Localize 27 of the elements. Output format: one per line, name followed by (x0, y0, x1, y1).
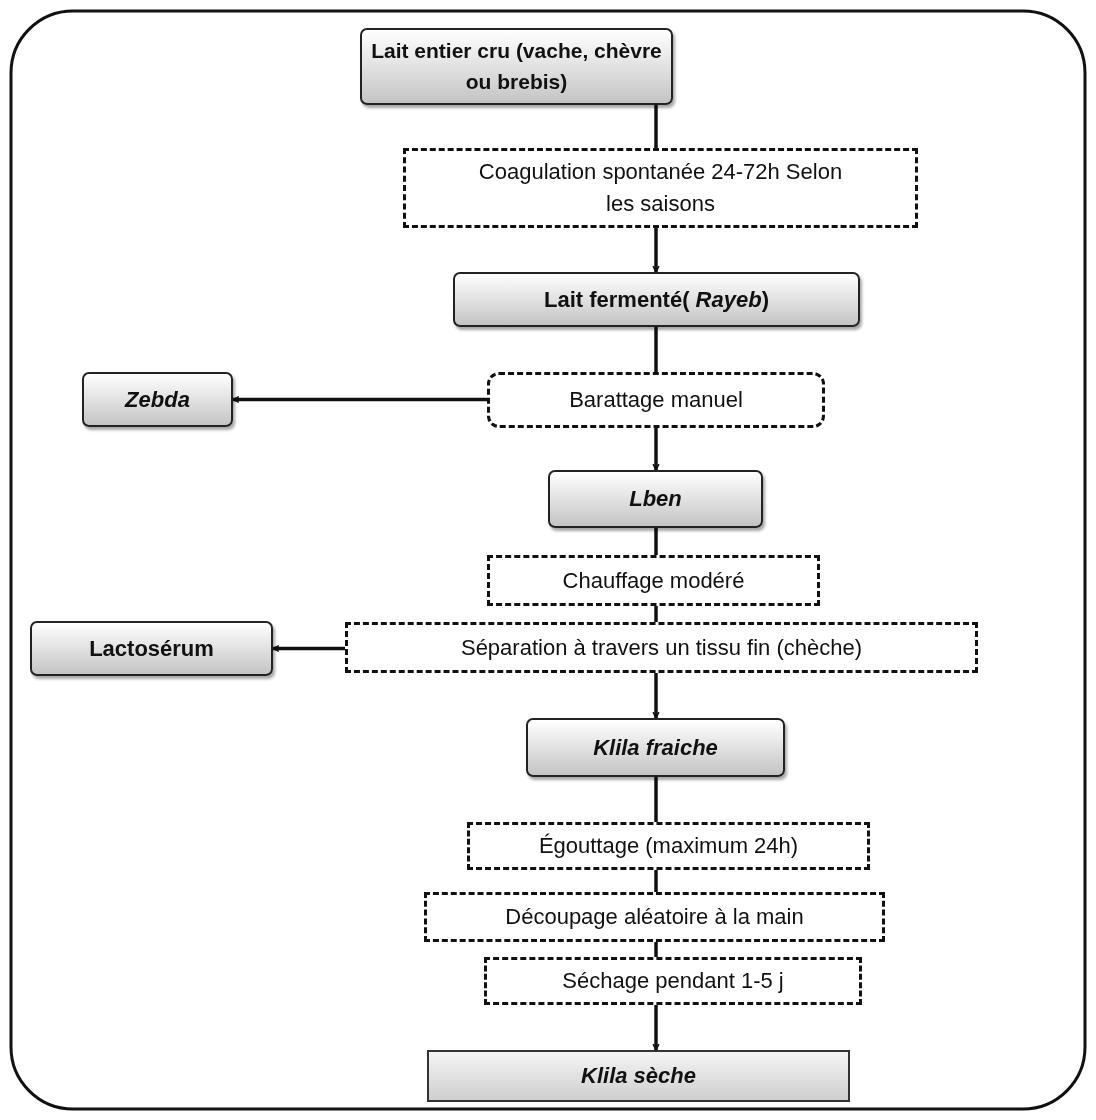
step-box: Séparation à travers un tissu fin (chèche) (345, 622, 978, 673)
connector-line (654, 528, 658, 555)
arrow (232, 395, 487, 404)
product-box: Lben (548, 470, 763, 528)
arrow (652, 1005, 660, 1051)
connector-line (654, 942, 658, 957)
connector-line (654, 870, 658, 892)
step-box: Chauffage modéré (487, 555, 820, 606)
step-box: Coagulation spontanée 24-72h Selon les saisons (403, 148, 918, 228)
connector-line (654, 777, 658, 822)
connector-line (654, 327, 658, 372)
step-box: Égouttage (maximum 24h) (467, 822, 870, 870)
product-box: Lait fermenté( Rayeb) (453, 272, 860, 327)
arrow (652, 673, 660, 719)
connector-line (654, 105, 658, 148)
connector-line (654, 606, 658, 622)
arrow (652, 428, 660, 471)
product-box: Zebda (82, 372, 233, 427)
arrow (652, 228, 660, 273)
step-box: Découpage aléatoire à la main (424, 892, 885, 942)
product-box: Klila fraiche (526, 718, 785, 777)
product-box: Lait entier cru (vache, chèvre ou brebis) (360, 28, 673, 105)
arrow (272, 644, 345, 653)
step-box: Barattage manuel (487, 372, 825, 428)
product-box: Lactosérum (30, 621, 273, 676)
product-box: Klila sèche (427, 1050, 850, 1102)
step-box: Séchage pendant 1-5 j (484, 957, 862, 1005)
